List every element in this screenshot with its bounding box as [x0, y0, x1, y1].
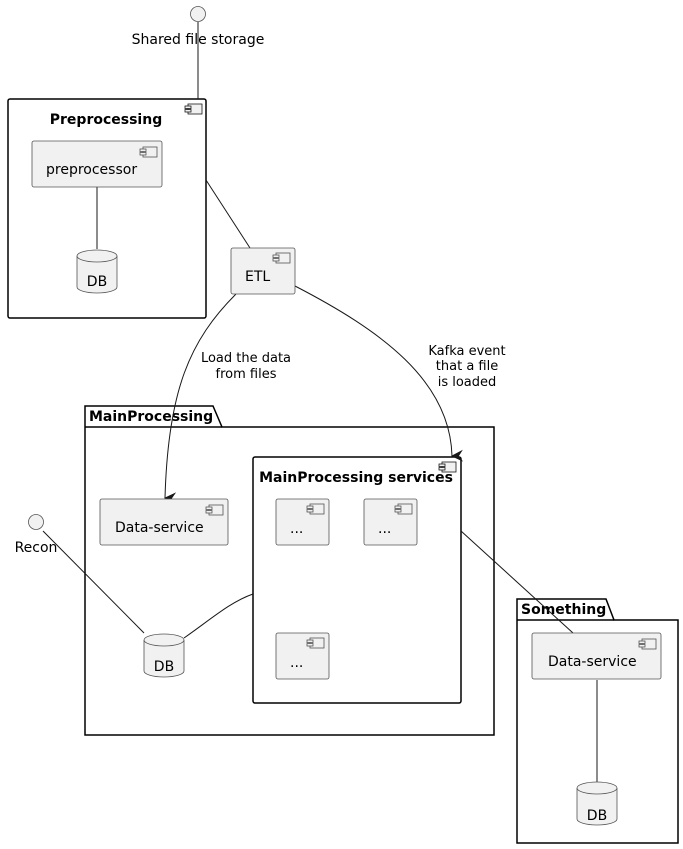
edge-etl-main-services: [294, 285, 464, 462]
component-mainprocessing-data-service[interactable]: Data-service: [99, 498, 229, 546]
component-service-2-label: ...: [378, 521, 391, 537]
svg-text:that a file: that a file: [436, 359, 498, 374]
component-service-2[interactable]: ...: [363, 498, 418, 546]
component-preprocessing-label: Preprocessing: [50, 112, 162, 128]
interface-circle-icon: [190, 6, 206, 22]
package-mainprocessing-label: MainProcessing: [89, 409, 213, 425]
svg-text:Kafka event: Kafka event: [428, 344, 505, 359]
component-something-data-service[interactable]: Data-service: [531, 632, 662, 680]
component-preprocessor[interactable]: preprocessor: [31, 140, 163, 188]
component-etl[interactable]: ETL: [230, 247, 296, 295]
component-service-3[interactable]: ...: [275, 632, 330, 680]
edge-main-services-something: [460, 530, 574, 634]
component-mainprocessing-data-service-label: Data-service: [115, 520, 204, 536]
component-service-3-label: ...: [290, 655, 303, 671]
database-preprocessing-label: DB: [87, 274, 107, 290]
svg-text:from files: from files: [216, 367, 277, 382]
component-mainprocessing-services-label: MainProcessing services: [259, 470, 453, 486]
svg-text:Load the data: Load the data: [201, 351, 291, 366]
interface-recon-label: Recon: [15, 540, 58, 556]
edge-preprocessing-etl: [205, 179, 251, 249]
component-service-1-label: ...: [290, 521, 303, 537]
edge-label-kafka: Kafka event that a file is loaded: [428, 344, 505, 390]
database-something[interactable]: DB: [576, 781, 618, 826]
component-service-1[interactable]: ...: [275, 498, 330, 546]
database-something-label: DB: [587, 808, 607, 824]
svg-text:is loaded: is loaded: [438, 375, 497, 390]
database-preprocessing[interactable]: DB: [76, 249, 118, 294]
edge-etl-data-service: [164, 293, 237, 505]
edge-recon-db: [42, 530, 145, 634]
database-mainprocessing-label: DB: [154, 659, 174, 675]
database-mainprocessing[interactable]: DB: [143, 633, 185, 678]
component-preprocessor-label: preprocessor: [46, 162, 137, 178]
interface-circle-icon: [28, 514, 44, 530]
interface-shared-file-storage[interactable]: Shared file storage: [132, 6, 265, 49]
interface-shared-file-storage-label: Shared file storage: [132, 32, 265, 48]
component-something-data-service-label: Data-service: [548, 654, 637, 670]
interface-recon[interactable]: Recon: [15, 514, 58, 557]
edge-db-main-services: [183, 593, 254, 639]
component-etl-label: ETL: [245, 269, 270, 285]
edge-label-load-data: Load the data from files: [201, 351, 291, 382]
package-something-label: Something: [521, 602, 606, 618]
